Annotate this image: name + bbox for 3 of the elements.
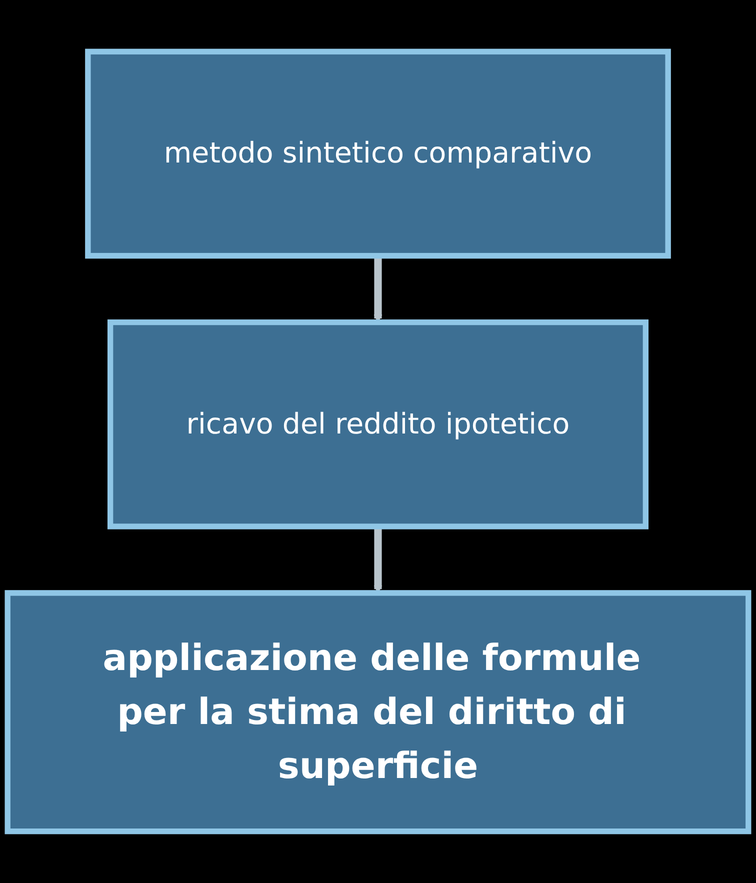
node-box: applicazione delle formule per la stima del diritto di superficie xyxy=(4,590,752,834)
node-box: metodo sintetico comparativo xyxy=(85,48,671,259)
node-box: ricavo del reddito ipotetico xyxy=(107,319,649,530)
